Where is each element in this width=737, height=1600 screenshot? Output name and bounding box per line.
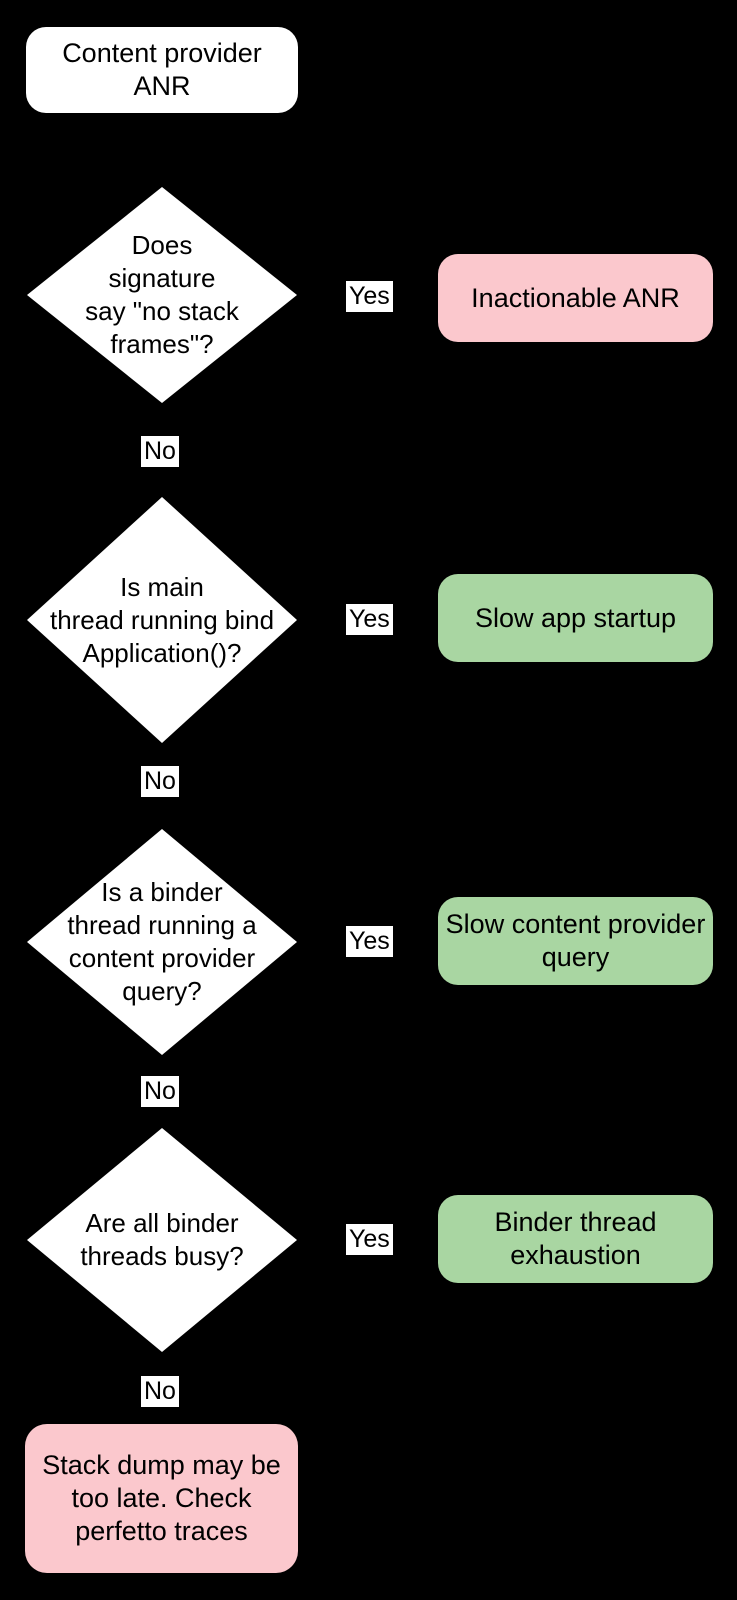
outcome-inactionable-anr: Inactionable ANR <box>438 254 713 342</box>
start-node: Content provider ANR <box>26 27 298 113</box>
outcome-label-3: Slow content provider query <box>445 909 706 972</box>
no-label-1: No <box>141 436 179 467</box>
no-label-2: No <box>141 766 179 797</box>
outcome-label-2: Slow app startup <box>474 602 677 633</box>
decision-diamond-2: Is main thread running bind Application(… <box>27 497 297 743</box>
decision-question-3: Is a binder thread running a content pro… <box>67 877 257 1006</box>
fallback-label: Stack dump may be too late. Check perfet… <box>42 1450 281 1546</box>
decision-diamond-1: Does signature say "no stack frames"? <box>27 187 297 403</box>
decision-diamond-4: Are all binder threads busy? <box>27 1128 297 1352</box>
outcome-slow-content-provider-query: Slow content provider query <box>438 897 713 985</box>
outcome-slow-app-startup: Slow app startup <box>438 574 713 662</box>
no-label-4: No <box>141 1376 179 1407</box>
decision-question-4: Are all binder threads busy? <box>80 1208 244 1271</box>
yes-label-1: Yes <box>346 281 393 312</box>
yes-label-3: Yes <box>346 926 393 957</box>
outcome-label-1: Inactionable ANR <box>471 282 680 313</box>
yes-label-2: Yes <box>346 604 393 635</box>
start-label: Content provider ANR <box>62 38 262 101</box>
no-label-3: No <box>141 1076 179 1107</box>
outcome-binder-thread-exhaustion: Binder thread exhaustion <box>438 1195 713 1283</box>
decision-question-1: Does signature say "no stack frames"? <box>85 230 239 359</box>
yes-label-4: Yes <box>346 1224 393 1255</box>
decision-diamond-3: Is a binder thread running a content pro… <box>27 829 297 1055</box>
decision-question-2: Is main thread running bind Application(… <box>49 571 275 668</box>
fallback-node: Stack dump may be too late. Check perfet… <box>25 1424 298 1573</box>
outcome-label-4: Binder thread exhaustion <box>494 1207 657 1270</box>
